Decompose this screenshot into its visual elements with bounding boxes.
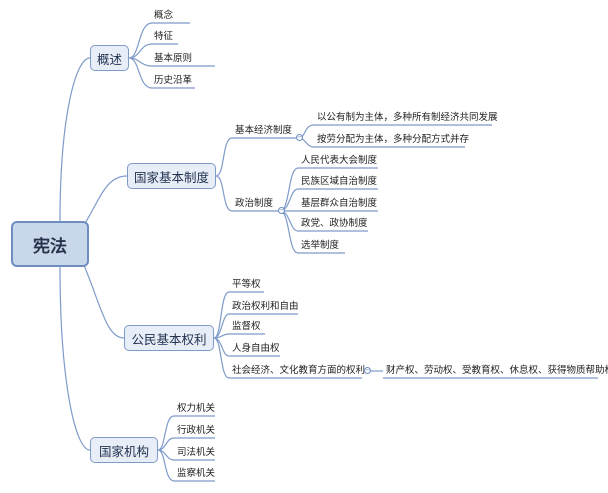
leaf-supervisory-organ[interactable]: 监察机关 bbox=[177, 468, 216, 479]
leaf-equality[interactable]: 平等权 bbox=[232, 279, 261, 290]
node-economic-system[interactable]: 基本经济制度 bbox=[235, 125, 293, 136]
leaf-supervision[interactable]: 监督权 bbox=[232, 321, 261, 332]
leaf-party-cppcc[interactable]: 政党、政协制度 bbox=[301, 218, 368, 229]
leaf-features[interactable]: 特征 bbox=[154, 31, 174, 42]
leaf-concept[interactable]: 概念 bbox=[154, 10, 174, 21]
topic-citizen-rights[interactable]: 公民基本权利 bbox=[124, 325, 214, 351]
connector-pol-children bbox=[279, 167, 299, 254]
leaf-distribution[interactable]: 按劳分配为主体，多种分配方式并存 bbox=[317, 134, 470, 145]
connector-overview-children bbox=[128, 22, 153, 89]
collapse-socioeconomic-icon[interactable]: − bbox=[364, 366, 371, 374]
collapse-political-icon[interactable]: − bbox=[278, 206, 285, 214]
leaf-history[interactable]: 历史沿革 bbox=[154, 75, 193, 86]
leaf-personal-freedom[interactable]: 人身自由权 bbox=[232, 343, 280, 354]
leaf-socioeconomic[interactable]: 社会经济、文化教育方面的权利 bbox=[232, 365, 366, 376]
underline-pol bbox=[298, 167, 378, 254]
root-node[interactable]: 宪法 bbox=[11, 221, 89, 267]
connector-system-groups bbox=[215, 137, 233, 212]
leaf-election[interactable]: 选举制度 bbox=[301, 240, 340, 251]
underline-econ bbox=[314, 124, 492, 148]
connector-root-overview bbox=[59, 57, 91, 222]
leaf-political-rights[interactable]: 政治权利和自由 bbox=[232, 301, 299, 312]
underline-organs bbox=[174, 415, 215, 482]
underline-overview bbox=[152, 22, 215, 89]
underline-system-groups bbox=[232, 137, 298, 212]
leaf-socioeconomic-detail[interactable]: 财产权、劳动权、受教育权、休息权、获得物质帮助权 bbox=[386, 365, 608, 376]
leaf-npc[interactable]: 人民代表大会制度 bbox=[301, 155, 378, 166]
topic-state-organs[interactable]: 国家机构 bbox=[90, 437, 158, 463]
leaf-ethnic-autonomy[interactable]: 民族区域自治制度 bbox=[301, 176, 378, 187]
leaf-judicial-organ[interactable]: 司法机关 bbox=[177, 447, 216, 458]
topic-overview[interactable]: 概述 bbox=[90, 45, 129, 71]
connector-root-rights bbox=[79, 255, 125, 339]
leaf-public-ownership[interactable]: 以公有制为主体，多种所有制经济共同发展 bbox=[317, 112, 498, 123]
topic-basic-system[interactable]: 国家基本制度 bbox=[127, 163, 216, 189]
leaf-grassroots[interactable]: 基层群众自治制度 bbox=[301, 198, 378, 209]
connector-rights-children bbox=[213, 291, 230, 379]
connector-organs-children bbox=[157, 415, 175, 482]
node-political-system[interactable]: 政治制度 bbox=[235, 198, 274, 209]
leaf-principles[interactable]: 基本原则 bbox=[154, 53, 193, 64]
leaf-admin-organ[interactable]: 行政机关 bbox=[177, 425, 216, 436]
collapse-economic-icon[interactable]: − bbox=[296, 133, 303, 141]
connector-root-organs bbox=[59, 266, 91, 451]
leaf-power-organ[interactable]: 权力机关 bbox=[177, 403, 216, 414]
underline-rights bbox=[229, 291, 362, 379]
